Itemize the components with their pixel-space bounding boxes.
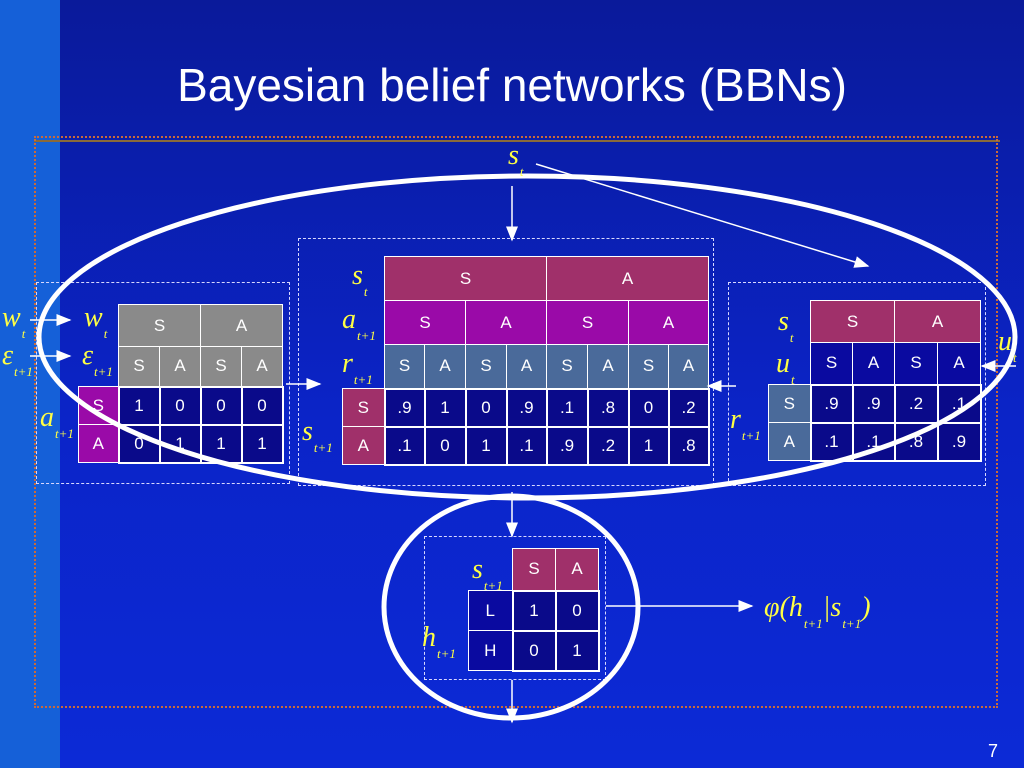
value-cell: 0 (554, 589, 600, 632)
value-cell: .8 (667, 425, 710, 466)
value-cell: .1 (383, 425, 426, 466)
value-cell: 0 (158, 385, 202, 426)
header-cell: A (555, 548, 599, 591)
value-cell: 1 (240, 423, 284, 464)
header-cell: S (118, 346, 160, 387)
value-cell: 0 (199, 385, 243, 426)
value-cell: 0 (464, 387, 508, 428)
row-label: A (768, 422, 811, 461)
header-cell: S (546, 344, 589, 389)
header-cell: S (200, 346, 242, 387)
label-s-right: st (778, 306, 794, 345)
header-cell: A (668, 344, 710, 389)
side-strip (0, 0, 60, 768)
slide-title: Bayesian belief networks (BBNs) (177, 59, 847, 111)
value-cell: .9 (383, 387, 426, 428)
label-a-left: at+1 (40, 402, 74, 441)
label-eps-outside: εt+1 (2, 340, 33, 379)
arrow-st-diagonal (535, 163, 870, 268)
value-cell: .1 (851, 421, 896, 462)
header-cell: S (628, 344, 670, 389)
label-h-bottom: ht+1 (422, 622, 456, 661)
value-cell: .9 (936, 421, 982, 462)
value-cell: .9 (545, 425, 589, 466)
header-cell: S (465, 344, 507, 389)
title-rule (34, 140, 1000, 142)
middle-cpt-table: S A S A S A S A S A S A S A S .9 1 0 .9 … (342, 256, 710, 466)
bottom-cpt-table: S A L 1 0 H 0 1 (468, 548, 600, 672)
header-cell: A (241, 346, 283, 387)
value-cell: 0 (627, 387, 670, 428)
big-ellipse (36, 173, 1018, 501)
value-cell: 0 (511, 629, 557, 672)
header-cell: S (384, 344, 425, 389)
small-circle (381, 493, 641, 721)
value-cell: .1 (545, 387, 589, 428)
value-cell: 1 (117, 385, 161, 426)
header-cell: A (424, 344, 466, 389)
dotted-frame (34, 136, 998, 708)
header-cell: A (937, 342, 981, 385)
header-cell: A (587, 344, 630, 389)
value-cell: 0 (423, 425, 467, 466)
header-cell: S (118, 304, 201, 347)
value-cell: 1 (423, 387, 467, 428)
label-w-t-outside: wt (2, 302, 26, 341)
header-cell: S (810, 342, 853, 385)
label-s-mid-row: st+1 (302, 416, 333, 455)
header-cell: A (894, 300, 981, 343)
label-s-mid: st (352, 260, 368, 299)
header-cell: S (384, 300, 466, 345)
label-eps: εt+1 (82, 340, 113, 379)
value-cell: .2 (667, 387, 710, 428)
left-cpt-table: S A S A S A S 1 0 0 0 A 0 1 1 1 (78, 304, 284, 464)
label-u-right: ut (776, 348, 795, 387)
header-cell: A (505, 344, 548, 389)
label-s-t-top: st (508, 140, 524, 179)
row-label: L (468, 590, 513, 631)
phi-formula: φ(ht+1|st+1) (764, 592, 871, 631)
header-cell: S (512, 548, 556, 591)
label-r-mid: rt+1 (342, 348, 373, 387)
value-cell: .9 (809, 383, 854, 424)
value-cell: 1 (511, 589, 557, 632)
value-cell: .8 (586, 387, 630, 428)
label-w-t: wt (84, 302, 108, 341)
label-a-mid: at+1 (342, 304, 376, 343)
page-number: 7 (987, 741, 998, 761)
row-label: H (468, 630, 513, 671)
value-cell: 1 (554, 629, 600, 672)
value-cell: 1 (464, 425, 508, 466)
header-cell: S (894, 342, 938, 385)
header-cell: S (810, 300, 895, 343)
value-cell: .9 (851, 383, 896, 424)
left-node-box (36, 282, 290, 484)
right-cpt-table: S A S A S A S .9 .9 .2 .1 A .1 .1 .8 .9 (768, 300, 982, 462)
header-cell: A (852, 342, 895, 385)
row-label: A (78, 424, 119, 463)
value-cell: 1 (627, 425, 670, 466)
value-cell: .2 (586, 425, 630, 466)
value-cell: .1 (505, 425, 548, 466)
value-cell: .1 (809, 421, 854, 462)
label-r-right: rt+1 (730, 404, 761, 443)
label-s-bottom: st+1 (472, 554, 503, 593)
label-u-outside: ut (998, 326, 1017, 365)
value-cell: .9 (505, 387, 548, 428)
header-cell: S (546, 300, 630, 345)
value-cell: 0 (240, 385, 284, 426)
value-cell: .2 (893, 383, 939, 424)
header-cell: A (159, 346, 201, 387)
header-cell: A (464, 300, 548, 345)
header-cell: S (383, 256, 548, 301)
right-node-box (728, 282, 986, 486)
